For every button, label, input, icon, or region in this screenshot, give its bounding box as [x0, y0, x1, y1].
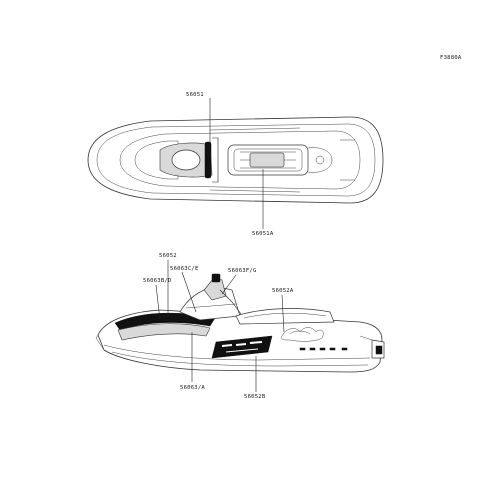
callout-56063a: 56063/A — [180, 385, 205, 391]
callout-56051: 56051 — [186, 92, 204, 98]
jetski-logo — [211, 335, 273, 359]
callout-56052: 56052 — [159, 253, 177, 259]
top-view-jetski — [87, 116, 384, 204]
callout-56052a: 56052A — [272, 288, 294, 294]
callout-56051a: 56051A — [252, 231, 274, 237]
side-view-jetski — [95, 273, 385, 373]
callout-56052b: 56052B — [244, 394, 266, 400]
side-vents — [299, 347, 348, 351]
callout-56063bd: 56063B/D — [143, 278, 172, 284]
callout-56063ce: 56063C/E — [170, 266, 199, 272]
figure-code: F3880A — [440, 55, 462, 61]
callout-56063fg: 56063F/G — [228, 268, 257, 274]
